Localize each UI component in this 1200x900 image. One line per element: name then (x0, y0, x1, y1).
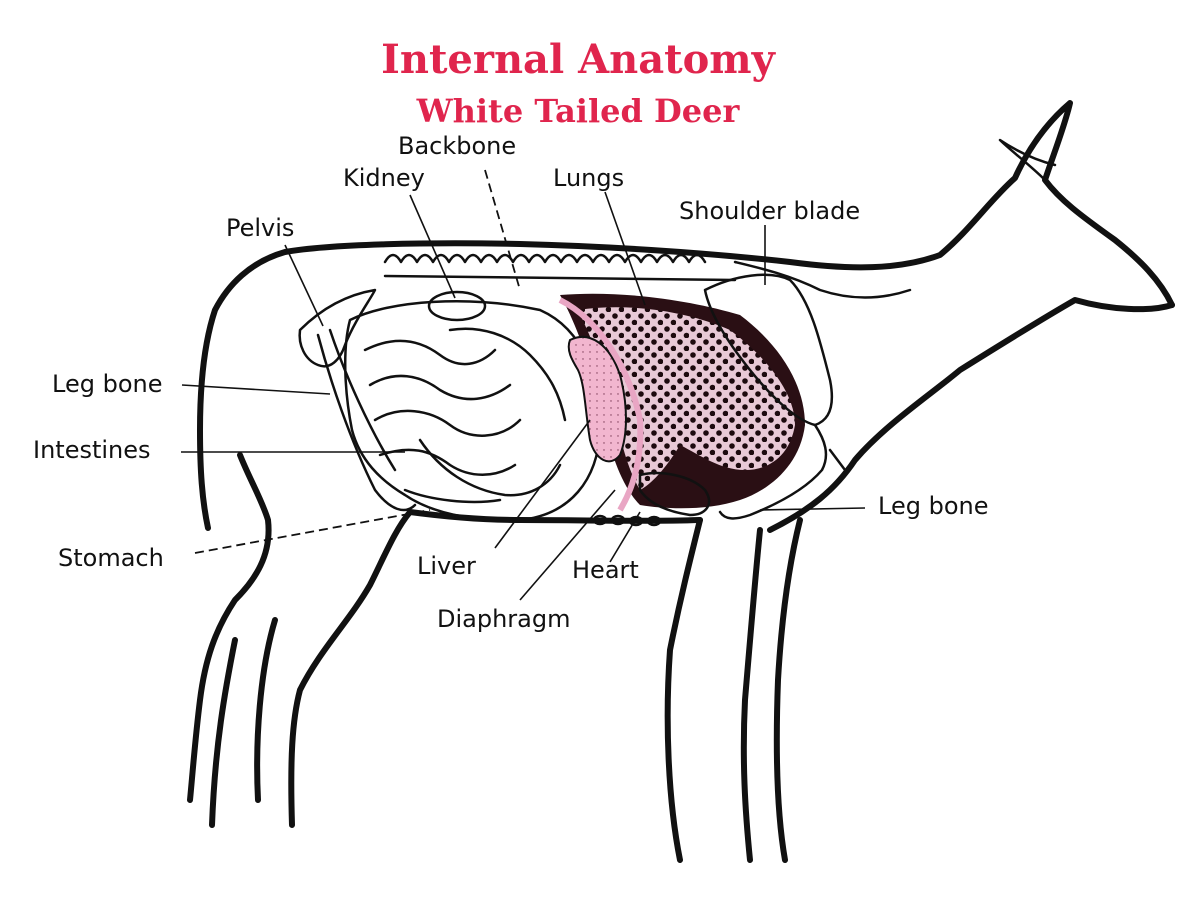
label-liver: Liver (417, 552, 476, 580)
label-leg-bone-front: Leg bone (878, 492, 988, 520)
backbone-vertebrae (383, 253, 912, 299)
rear-leg-bone (316, 328, 417, 512)
label-intestines: Intestines (33, 436, 151, 464)
heart-organ (638, 471, 711, 517)
label-pelvis: Pelvis (226, 214, 294, 242)
liver-organ (567, 335, 627, 463)
kidney-organ (427, 290, 487, 322)
sternum-segments (592, 514, 662, 527)
deer-body-outline (187, 100, 1175, 863)
diagram-title: Internal Anatomy (381, 36, 776, 83)
label-lungs: Lungs (553, 164, 624, 192)
label-stomach: Stomach (58, 544, 164, 572)
shoulder-blade-bone (703, 273, 834, 427)
front-leg-bone (718, 423, 847, 520)
ear-outline (998, 138, 1057, 182)
label-leg-bone-rear: Leg bone (52, 370, 162, 398)
label-heart: Heart (572, 556, 639, 584)
diaphragm-organ (558, 297, 644, 512)
intestines-organ (344, 300, 602, 522)
label-shoulder-blade: Shoulder blade (679, 197, 860, 225)
diagram-subtitle: White Tailed Deer (416, 92, 741, 130)
stomach-organ (418, 438, 562, 497)
leader-lines (181, 169, 866, 601)
label-diaphragm: Diaphragm (437, 605, 571, 633)
label-backbone: Backbone (398, 132, 516, 160)
lungs-organ (578, 307, 795, 490)
label-kidney: Kidney (343, 164, 425, 192)
